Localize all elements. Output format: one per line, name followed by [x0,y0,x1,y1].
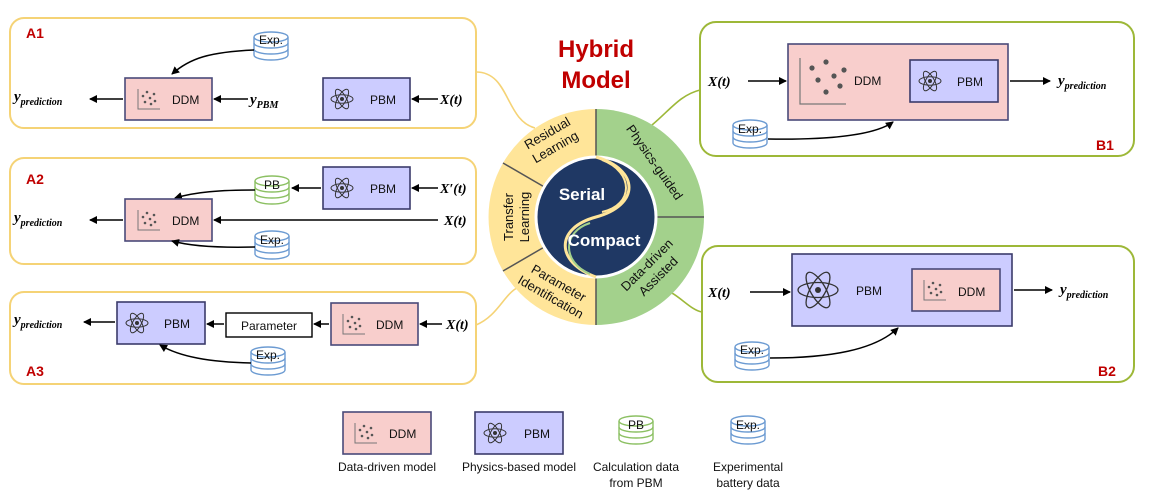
legend-exp-caption-2: battery data [716,476,780,490]
y-pbm-label: yPBM [248,92,279,111]
ddm-block [330,302,419,346]
pb-label: PB [264,178,280,192]
title-line2: Model [561,67,630,94]
panel-a2-label: A2 [26,171,44,187]
xt-label: X(t) [707,75,731,90]
xprime-label: X′(t) [439,182,467,197]
y-prediction-label: yprediction [1058,282,1109,301]
legend: DDM Data-driven model PBM Physics-based … [338,411,783,490]
panel-a3-label: A3 [26,363,44,379]
panel-a2: A2 PB PBM X′(t) DDM X(t) yprediction Exp… [9,157,477,265]
parameter-label: Parameter [241,319,297,333]
exp-label: Exp. [740,343,764,357]
pbm-block [322,77,411,121]
connector-a3 [475,285,523,326]
pbm-label: PBM [370,182,396,196]
parameter-block [225,312,313,338]
panel-a1-label: A1 [26,25,44,41]
ddm-block [911,268,1001,312]
legend-pb-caption-1: Calculation data [593,460,679,474]
legend-pb-label: PB [628,418,644,432]
xt-label: X(t) [443,214,467,229]
ddm-label: DDM [376,318,403,332]
connector-b1 [651,89,701,126]
title-line1: Hybrid [558,36,634,63]
ddm-block [124,198,213,242]
pbm-block [322,166,411,210]
pbm-label: PBM [957,75,983,89]
legend-ddm-block [342,411,432,455]
y-prediction-label: yprediction [12,89,63,108]
connector-a1 [475,71,536,129]
ddm-label: DDM [172,93,199,107]
serial-label: Serial [559,185,605,204]
compact-label: Compact [568,231,641,250]
ddm-label: DDM [958,285,985,299]
xt-label: X(t) [445,318,469,333]
exp-label: Exp. [738,122,762,136]
transfer-label-1: Transfer [501,192,516,241]
legend-ddm-caption: Data-driven model [338,460,436,474]
pbm-label: PBM [856,284,882,298]
ddm-label: DDM [172,214,199,228]
ddm-block [124,77,213,121]
legend-pbm-caption: Physics-based model [462,460,576,474]
legend-pbm-block [474,411,564,455]
legend-ddm-label: DDM [389,427,416,441]
hybrid-wheel: Serial Compact Residual Learning Transfe… [488,109,704,325]
y-prediction-label: yprediction [12,210,63,229]
scatter-icon-large [799,58,846,105]
panel-a1: A1 Exp. DDM PBM X(t) yPBM yprediction [9,17,477,129]
panel-b1-label: B1 [1096,137,1114,153]
panel-b2: B2 X(t) PBM DDM yprediction Exp. [701,245,1135,383]
legend-exp-caption-1: Experimental [713,460,783,474]
legend-exp-label: Exp. [736,418,760,432]
panel-b1: B1 X(t) DDM PBM yprediction Exp. [699,21,1135,157]
pbm-block [116,301,206,345]
panel-b2-label: B2 [1098,363,1116,379]
exp-label: Exp. [260,233,284,247]
pbm-label: PBM [370,93,396,107]
pbm-label: PBM [164,317,190,331]
legend-pb-caption-2: from PBM [609,476,662,490]
y-prediction-label: yprediction [1056,73,1107,92]
xt-label: X(t) [707,286,731,301]
panel-a3: A3 PBM Parameter DDM X(t) yprediction Ex… [9,291,477,385]
exp-label: Exp. [256,348,280,362]
y-prediction-label: yprediction [12,312,63,331]
legend-pbm-label: PBM [524,427,550,441]
transfer-label-2: Learning [517,192,532,243]
ddm-label: DDM [854,74,881,88]
xt-label: X(t) [439,93,463,108]
pbm-block [909,59,999,103]
exp-label: Exp. [259,33,283,47]
